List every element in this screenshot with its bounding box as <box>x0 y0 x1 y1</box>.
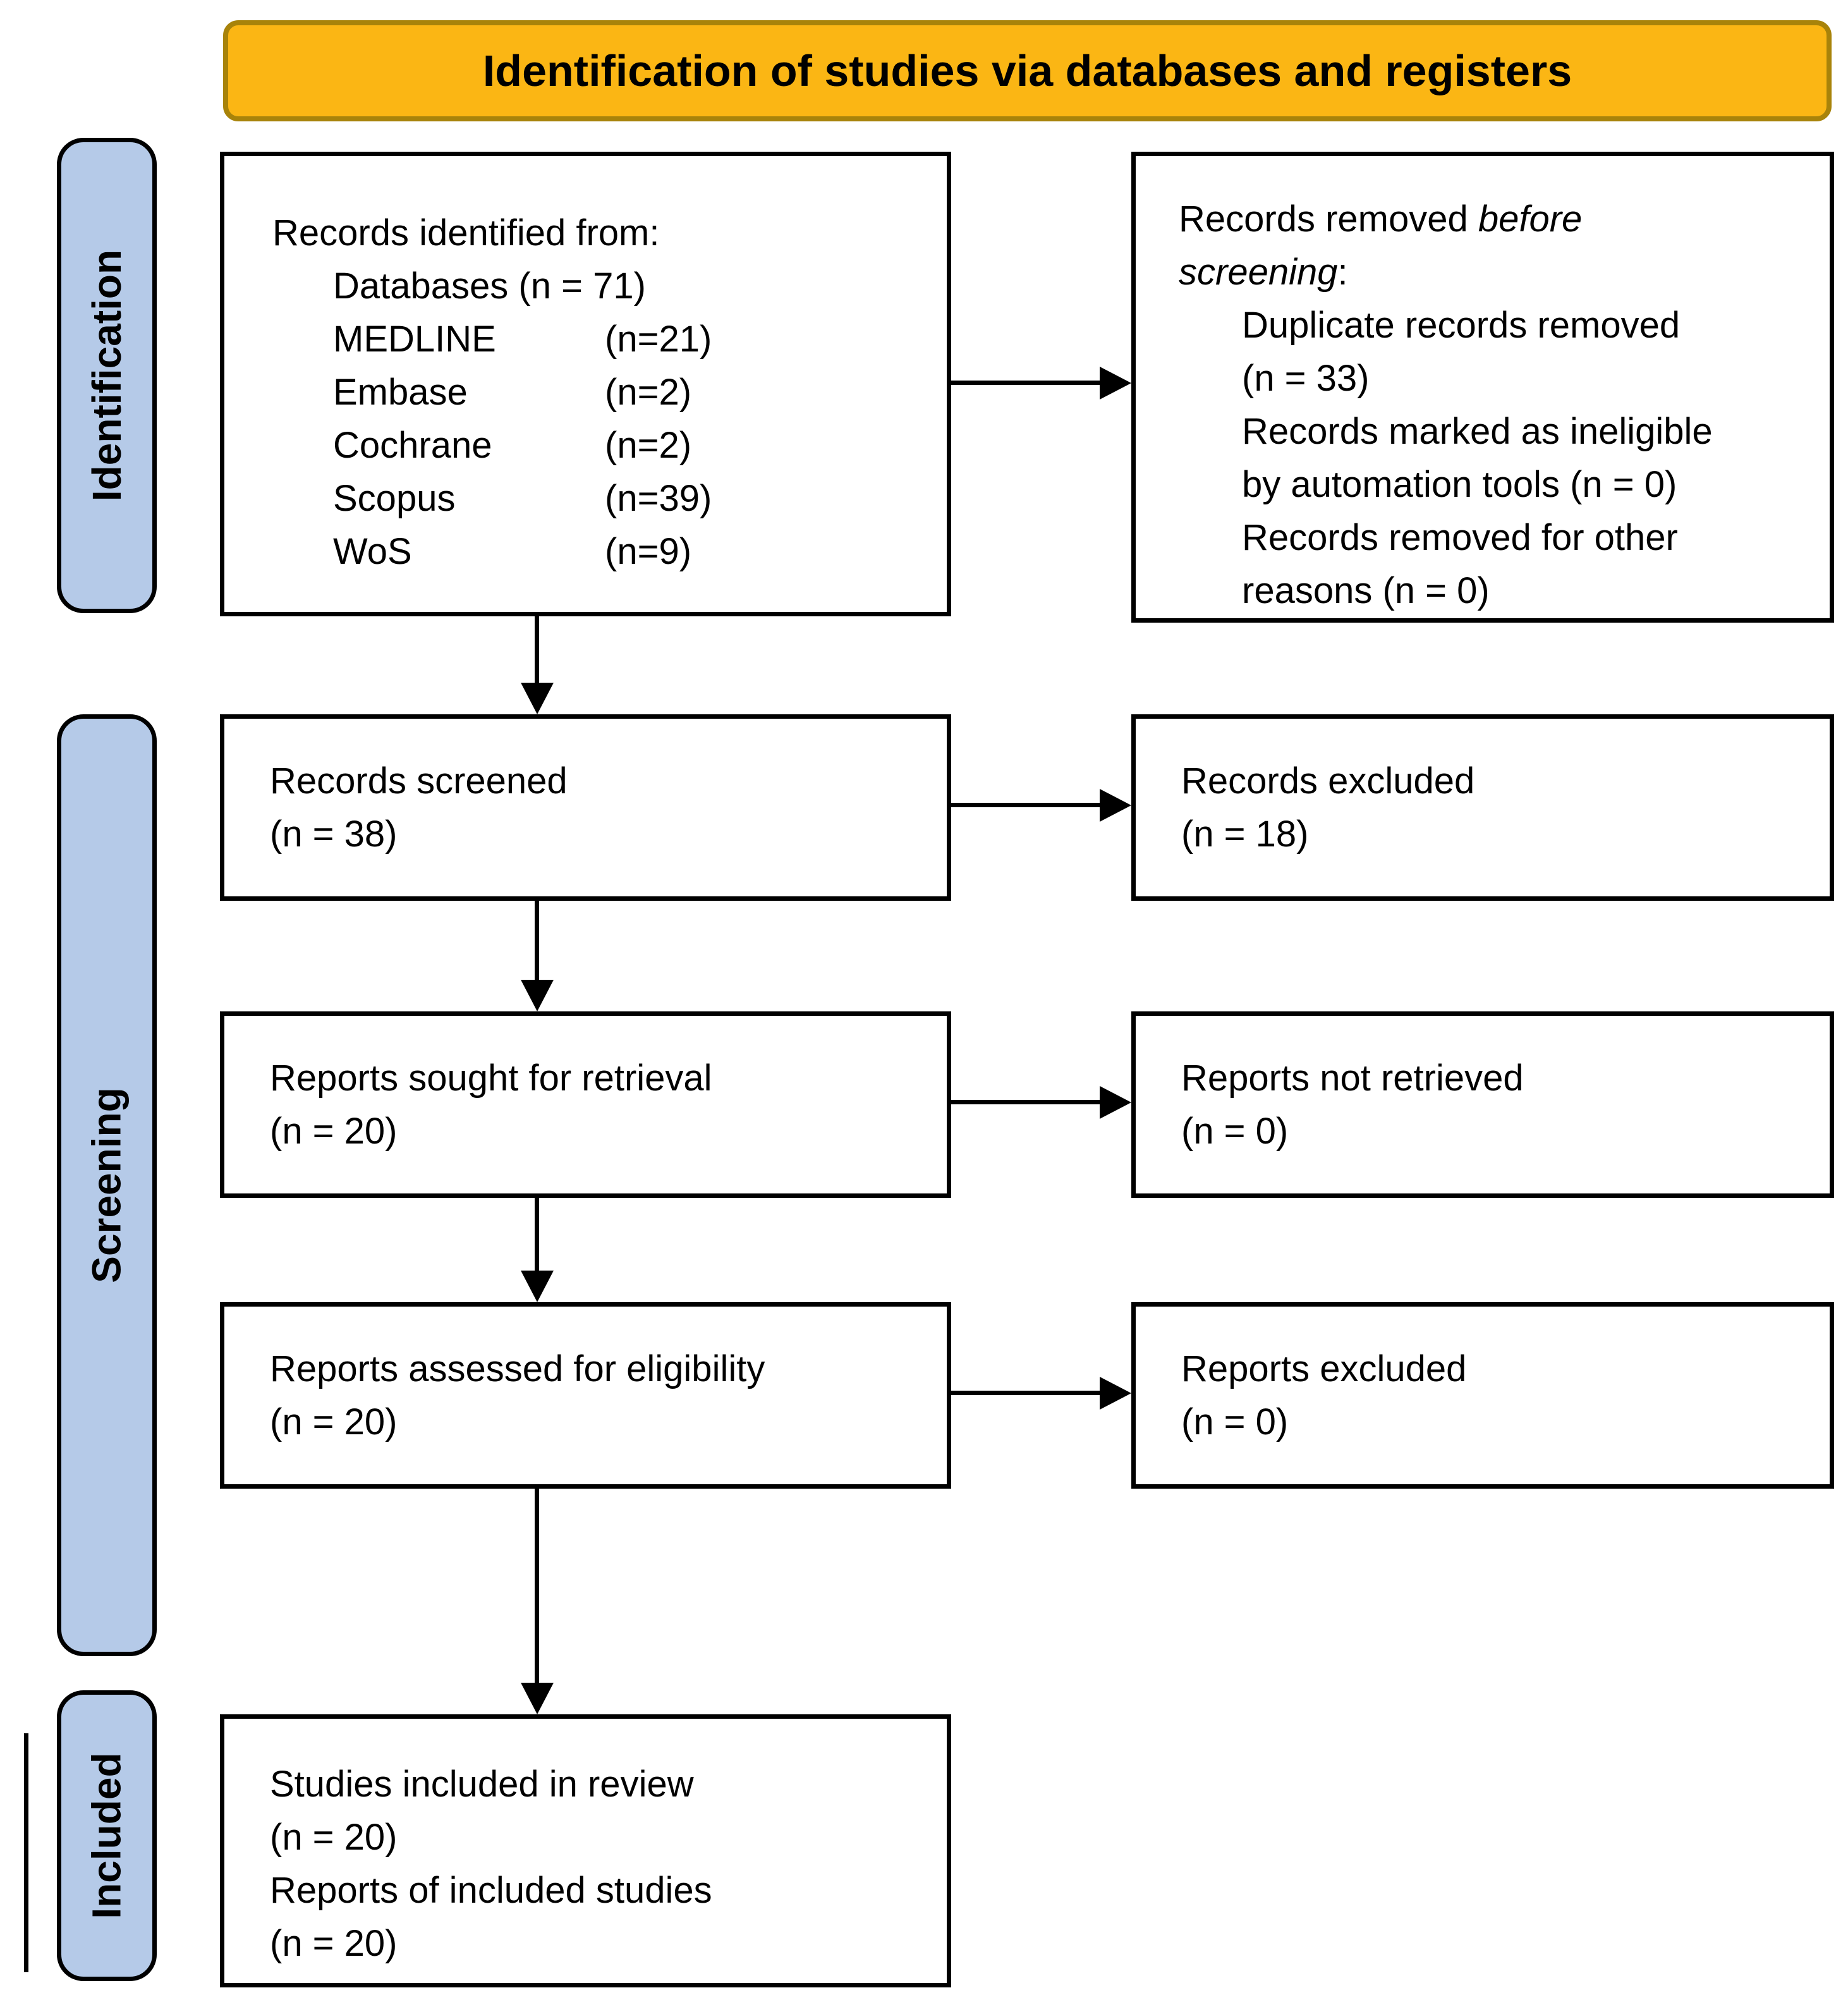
records-removed-heading: Records removed before screening: <box>1179 193 1640 299</box>
stage-label-screening: Screening <box>84 1087 130 1283</box>
arrow-down-assessed-to-included <box>535 1489 539 1684</box>
reports-not-retrieved-count: (n = 0) <box>1181 1110 1289 1152</box>
records-excluded-label: Records excluded <box>1181 760 1475 802</box>
studies-included-line4: (n = 20) <box>270 1923 398 1964</box>
records-screened-label: Records screened <box>270 760 568 802</box>
removed-item-duplicates: Duplicate records removed (n = 33) <box>1242 305 1681 399</box>
reports-sought-box: Reports sought for retrieval (n = 20) <box>220 1011 951 1198</box>
reports-excluded-box: Reports excluded (n = 0) <box>1131 1302 1834 1489</box>
source-label: Embase <box>333 372 468 413</box>
studies-included-line3: Reports of included studies <box>270 1870 712 1911</box>
stage-label-included: Included <box>84 1752 130 1919</box>
records-screened-box: Records screened (n = 38) <box>220 714 951 901</box>
removed-item-automation: Records marked as ineligible by automati… <box>1242 411 1713 505</box>
diagram-title: Identification of studies via databases … <box>482 46 1572 95</box>
source-count: (n=39) <box>605 478 712 519</box>
heading-suffix: : <box>1337 252 1348 293</box>
arrow-right-screened-to-excluded <box>951 803 1101 807</box>
reports-sought-label: Reports sought for retrieval <box>270 1057 712 1099</box>
heading-prefix: Records removed <box>1179 198 1478 240</box>
studies-included-line1: Studies included in review <box>270 1764 694 1805</box>
records-identified-heading: Records identified from: <box>272 212 660 253</box>
studies-included-line2: (n = 20) <box>270 1817 398 1858</box>
source-label: Cochrane <box>333 425 492 466</box>
stage-ribbon-included: Included <box>57 1690 157 1981</box>
arrow-down-screened-to-sought <box>535 901 539 981</box>
source-row-medline: MEDLINE (n=21) <box>272 313 921 366</box>
source-label: MEDLINE <box>333 319 496 360</box>
reports-not-retrieved-box: Reports not retrieved (n = 0) <box>1131 1011 1834 1198</box>
stage-ribbon-identification: Identification <box>57 138 157 613</box>
source-label: WoS <box>333 531 412 572</box>
arrow-down-identified-to-screened <box>535 616 539 684</box>
removed-item-other: Records removed for other reasons (n = 0… <box>1242 517 1678 611</box>
arrow-right-sought-to-not-retrieved <box>951 1100 1101 1104</box>
source-row-embase: Embase (n=2) <box>272 366 921 419</box>
reports-sought-count: (n = 20) <box>270 1110 398 1152</box>
reports-excluded-count: (n = 0) <box>1181 1401 1289 1443</box>
records-identified-box: Records identified from: Databases (n = … <box>220 152 951 616</box>
reports-not-retrieved-label: Reports not retrieved <box>1181 1057 1524 1099</box>
source-row-scopus: Scopus (n=39) <box>272 472 921 525</box>
decorative-vertical-line <box>24 1733 28 1972</box>
databases-total-line: Databases (n = 71) <box>333 265 646 307</box>
source-count: (n=2) <box>605 425 692 466</box>
source-count: (n=21) <box>605 319 712 360</box>
records-excluded-box: Records excluded (n = 18) <box>1131 714 1834 901</box>
reports-assessed-box: Reports assessed for eligibility (n = 20… <box>220 1302 951 1489</box>
title-banner: Identification of studies via databases … <box>223 20 1832 121</box>
reports-assessed-count: (n = 20) <box>270 1401 398 1443</box>
source-count: (n=9) <box>605 531 692 572</box>
arrow-right-identified-to-removed <box>951 381 1101 385</box>
heading-italic: before screening <box>1179 198 1583 293</box>
arrow-down-sought-to-assessed <box>535 1198 539 1272</box>
records-screened-count: (n = 38) <box>270 813 398 855</box>
source-count: (n=2) <box>605 372 692 413</box>
records-excluded-count: (n = 18) <box>1181 813 1309 855</box>
reports-excluded-label: Reports excluded <box>1181 1348 1467 1389</box>
records-removed-box: Records removed before screening: Duplic… <box>1131 152 1834 623</box>
arrow-right-assessed-to-reports-excluded <box>951 1391 1101 1395</box>
stage-ribbon-screening: Screening <box>57 714 157 1656</box>
source-label: Scopus <box>333 478 456 519</box>
reports-assessed-label: Reports assessed for eligibility <box>270 1348 765 1389</box>
stage-label-identification: Identification <box>84 249 130 502</box>
studies-included-box: Studies included in review (n = 20) Repo… <box>220 1714 951 1987</box>
source-row-wos: WoS (n=9) <box>272 525 921 578</box>
source-row-cochrane: Cochrane (n=2) <box>272 419 921 472</box>
